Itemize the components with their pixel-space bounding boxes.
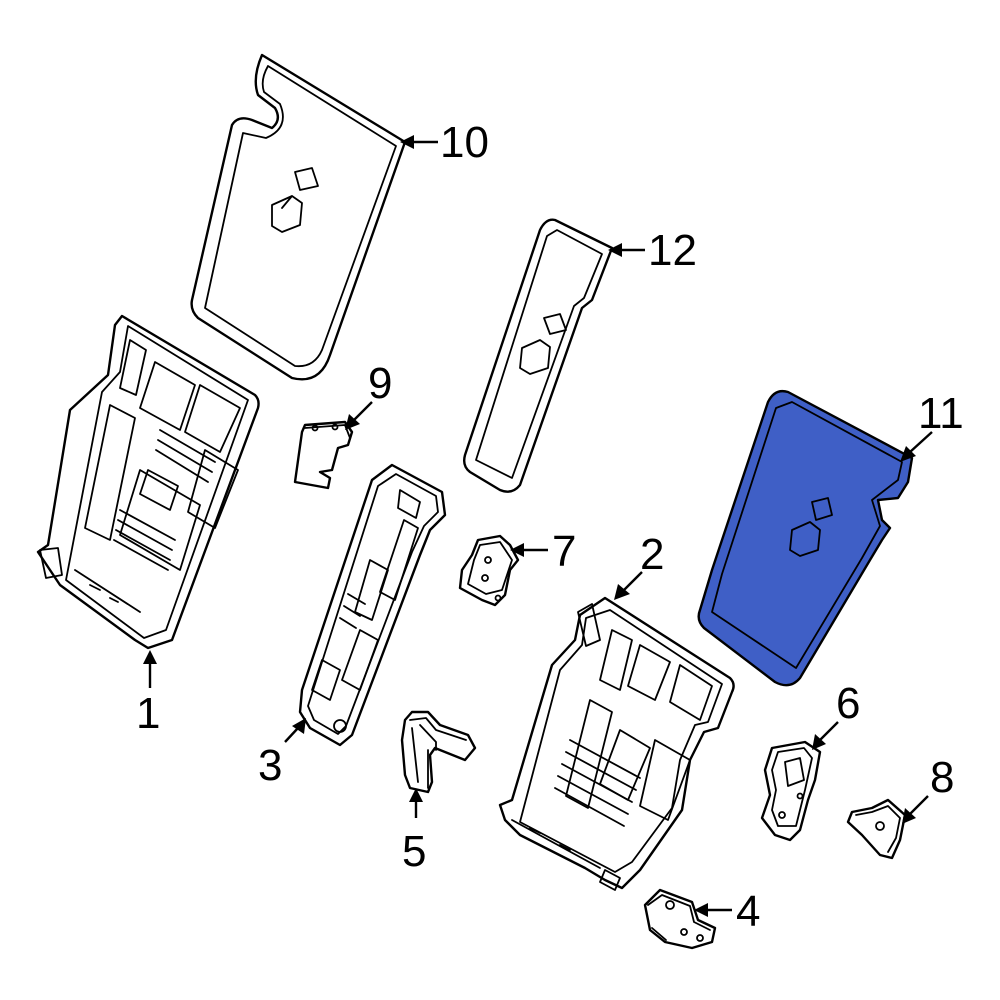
callout-labels: 10 12 11 9 7 2 1 3 5 6 8 4 xyxy=(136,118,964,936)
callout-1: 1 xyxy=(136,689,160,738)
part-11-seat-back-cover[interactable] xyxy=(697,389,914,687)
callout-10: 10 xyxy=(440,118,489,167)
part-2-seat-back-frame[interactable] xyxy=(498,596,735,891)
part-12-narrow-panel[interactable] xyxy=(462,218,614,493)
callout-6: 6 xyxy=(836,679,860,728)
part-3-side-frame[interactable] xyxy=(298,463,447,747)
callout-4: 4 xyxy=(736,887,760,936)
part-1-seat-back-frame[interactable] xyxy=(36,314,260,650)
callout-8: 8 xyxy=(930,753,954,802)
part-5-latch-bracket[interactable] xyxy=(400,710,477,794)
part-11-fill xyxy=(697,389,914,687)
part-9-bracket[interactable] xyxy=(293,420,354,490)
part-7-hinge-bracket[interactable] xyxy=(458,534,520,607)
callout-2: 2 xyxy=(640,530,664,579)
callout-7: 7 xyxy=(552,527,576,576)
part-4-angle-bracket[interactable] xyxy=(643,888,717,950)
callout-11: 11 xyxy=(918,389,964,438)
part-8-bracket[interactable] xyxy=(846,798,907,860)
part-10-seat-back-panel[interactable] xyxy=(190,53,407,381)
callout-9: 9 xyxy=(368,359,392,408)
callout-12: 12 xyxy=(648,226,697,275)
callout-arrows xyxy=(143,135,933,917)
callout-3: 3 xyxy=(258,741,282,790)
callout-5: 5 xyxy=(402,827,426,876)
part-6-hinge-bracket[interactable] xyxy=(760,740,822,842)
